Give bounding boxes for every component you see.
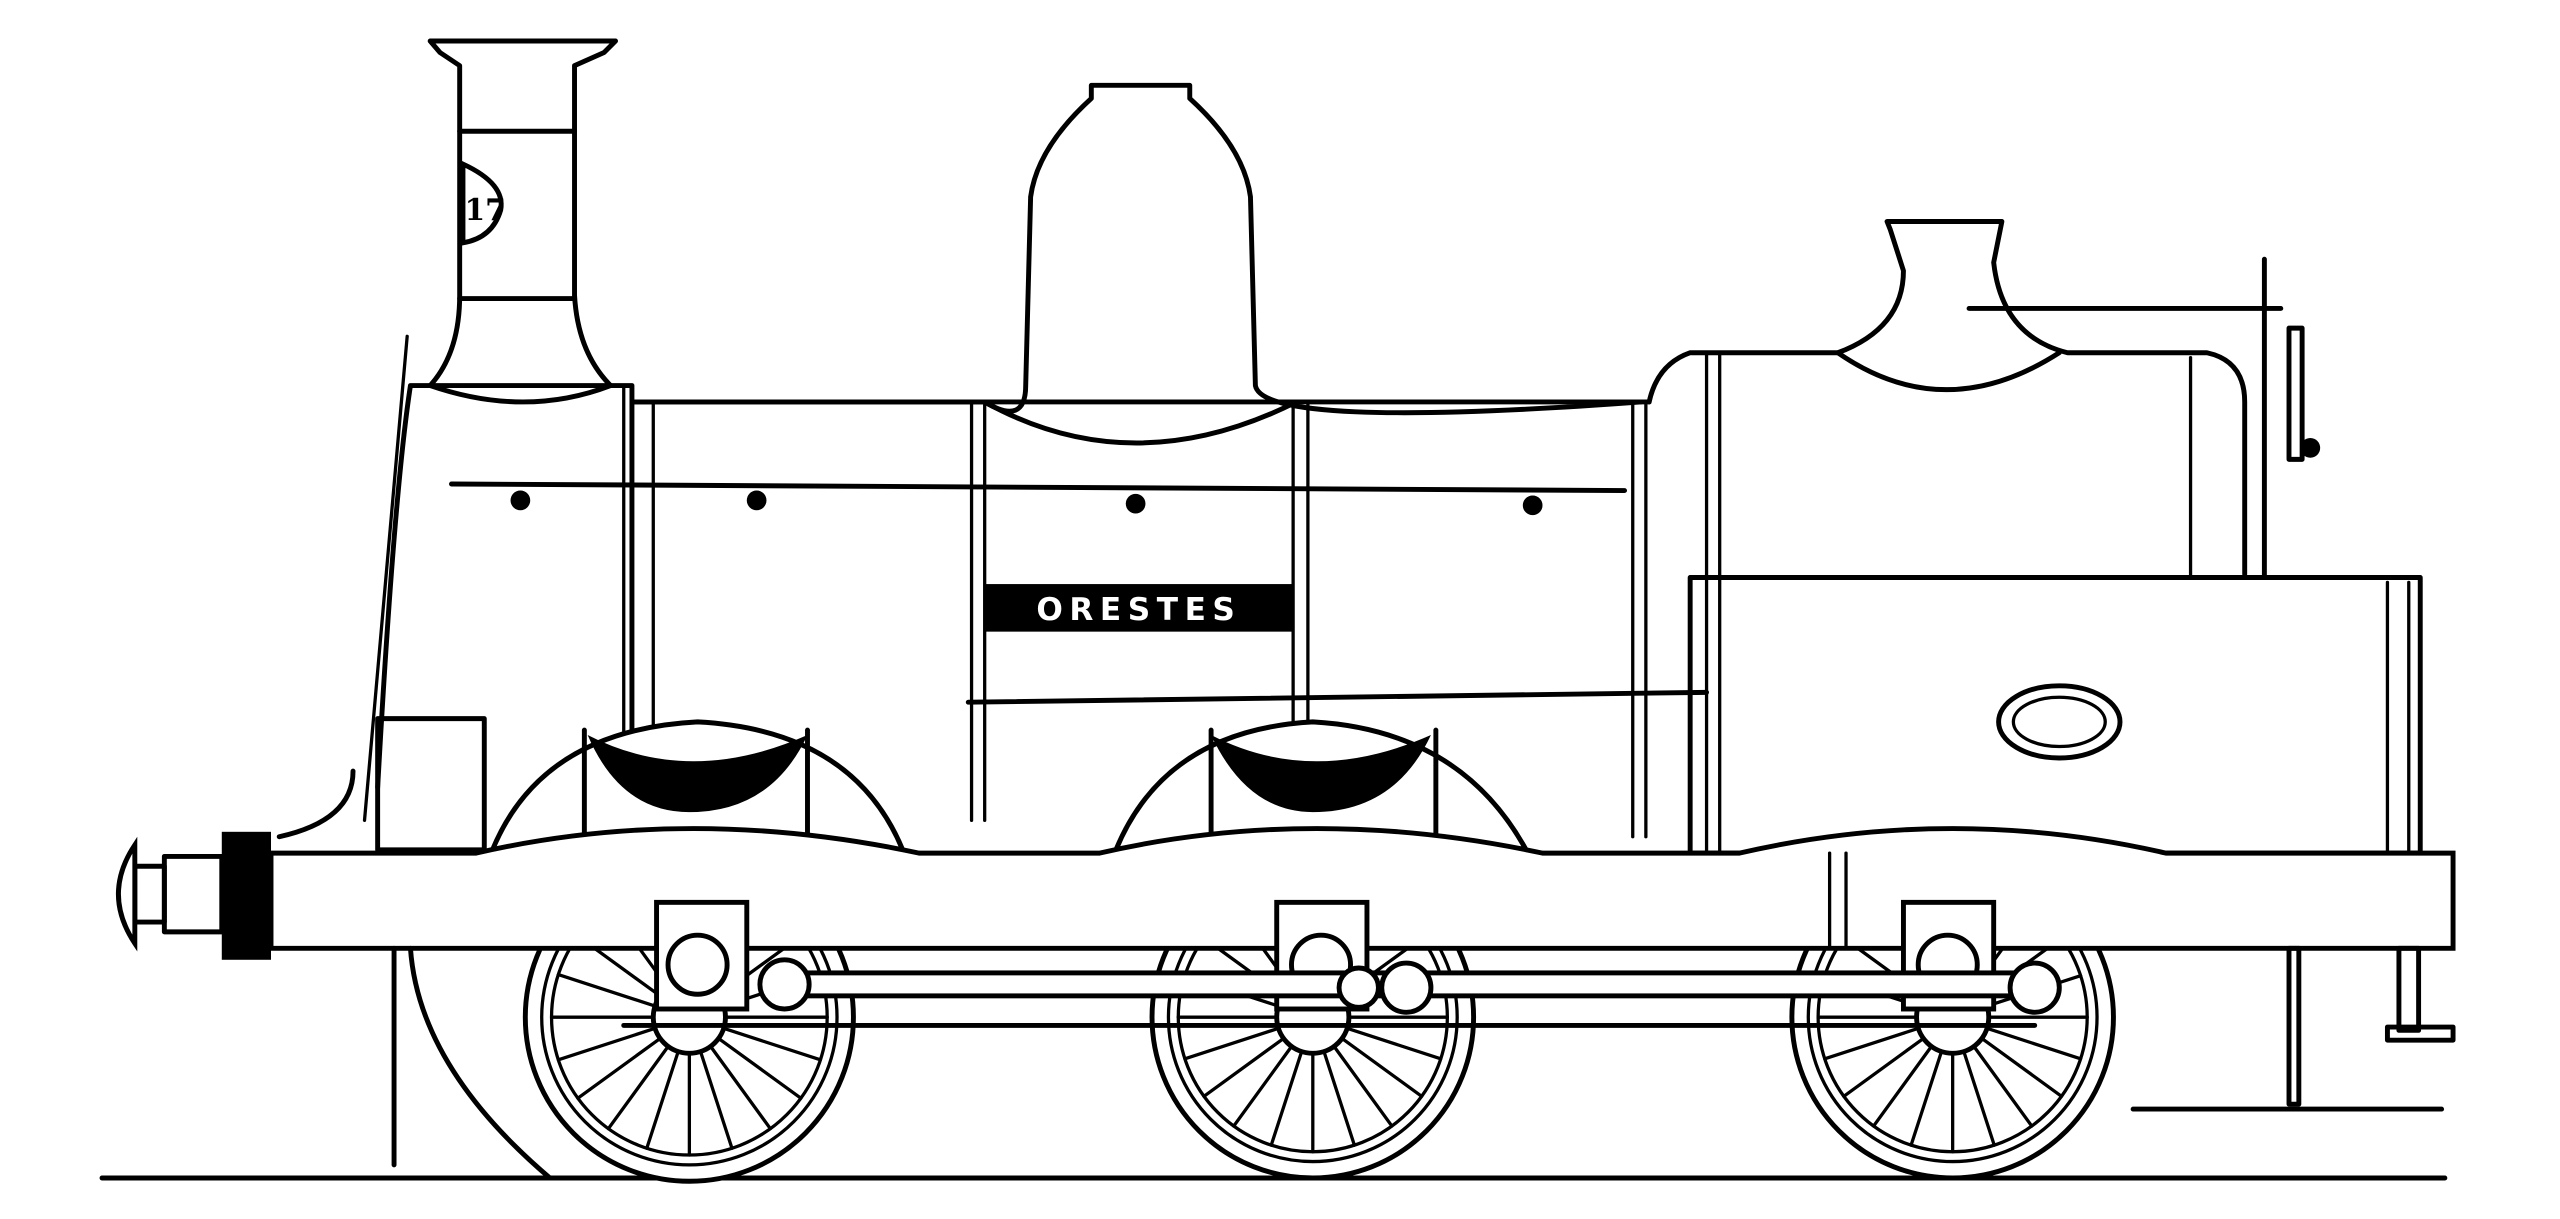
wheel-spoke [1232, 1044, 1294, 1128]
wheel-spoke [698, 1049, 734, 1150]
wheel-spoke [1340, 1036, 1424, 1098]
wheel-spoke [1202, 1036, 1286, 1098]
nameplate-text: ORESTES [1036, 592, 1241, 628]
nameplate: ORESTES [984, 584, 1294, 632]
wheel-spoke [1183, 1026, 1281, 1061]
wheel-spoke [1269, 1049, 1304, 1147]
chimney: 17 [427, 38, 618, 405]
side-tank [1687, 575, 2423, 856]
firebox [1646, 219, 2321, 855]
wheel-spoke [1345, 1026, 1443, 1061]
wheel-spoke [1332, 1044, 1394, 1128]
maker-plate [1996, 683, 2123, 761]
wheel-spoke [1823, 1026, 1920, 1061]
wheel-spoke [1842, 1036, 1926, 1098]
rear-buffer [2130, 945, 2456, 1112]
wheel-spoke [1980, 1036, 2064, 1098]
handrail [449, 481, 1627, 494]
wheel-spoke [606, 1044, 670, 1131]
wheel-spoke [1909, 1049, 1944, 1147]
wheel-spoke [556, 972, 657, 1008]
wheel-spoke [1871, 1044, 1934, 1128]
axleboxes [654, 899, 1997, 1012]
front-buffer [116, 768, 553, 1181]
wheel-spoke [722, 1026, 823, 1062]
coupling-rod [621, 957, 2062, 1028]
wheel-spoke [1322, 1049, 1357, 1147]
wheel-spoke [556, 1026, 657, 1062]
wheel-spoke [1972, 1044, 2034, 1128]
wheel-spoke [576, 1036, 662, 1100]
wheel-spoke [1962, 1049, 1996, 1147]
chimney-number: 17 [465, 192, 506, 227]
wheel-spoke [716, 1036, 803, 1100]
wheel-spoke [708, 1044, 773, 1131]
wheel-spoke [645, 1049, 680, 1150]
wheel-spoke [1985, 1026, 2083, 1061]
smokebox [375, 383, 635, 848]
